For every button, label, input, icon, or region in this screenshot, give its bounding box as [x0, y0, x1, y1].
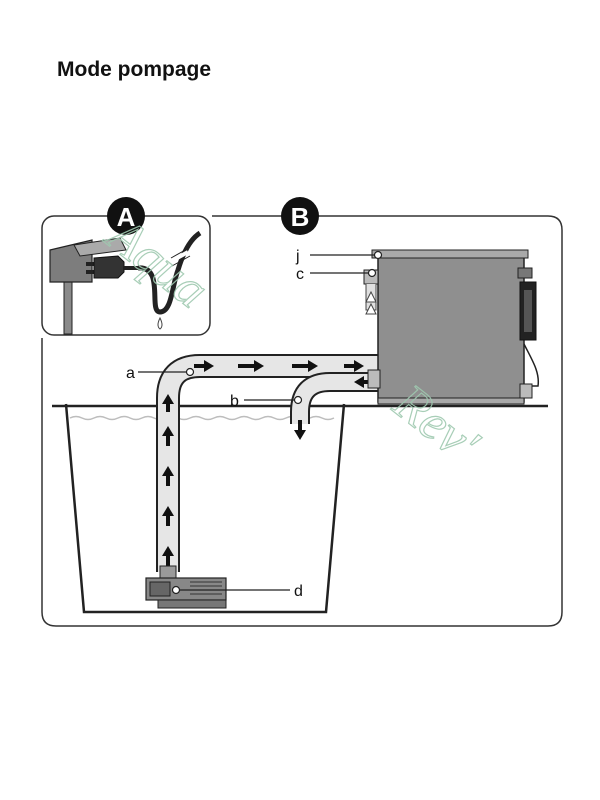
power-plug-illustration	[49, 230, 202, 335]
callout-b-label: b	[230, 393, 239, 410]
submersible-pump	[145, 565, 227, 609]
flow-arrows-up	[162, 394, 174, 566]
badge-a: A	[107, 197, 145, 235]
callout-j-label: j	[295, 248, 300, 265]
badge-b: B	[281, 197, 319, 235]
aquarium-tank	[64, 403, 346, 614]
callout-d: d	[171, 583, 303, 600]
supply-pipe	[156, 354, 380, 572]
callout-a-label: a	[126, 365, 135, 382]
callout-c: c	[296, 266, 377, 283]
panel-b-frame	[41, 215, 563, 627]
callout-j: j	[295, 248, 383, 265]
badge-a-label: A	[117, 202, 136, 232]
callout-d-label: d	[294, 583, 303, 600]
callout-a: a	[126, 365, 195, 382]
flow-arrows-return	[294, 376, 374, 440]
page-title: Mode pompage	[57, 58, 212, 81]
callout-b: b	[230, 393, 303, 410]
chiller-unit	[363, 249, 540, 405]
flow-arrows-right	[194, 360, 364, 372]
water-surface	[69, 415, 335, 421]
badge-b-label: B	[291, 202, 310, 232]
callout-c-label: c	[296, 266, 304, 283]
